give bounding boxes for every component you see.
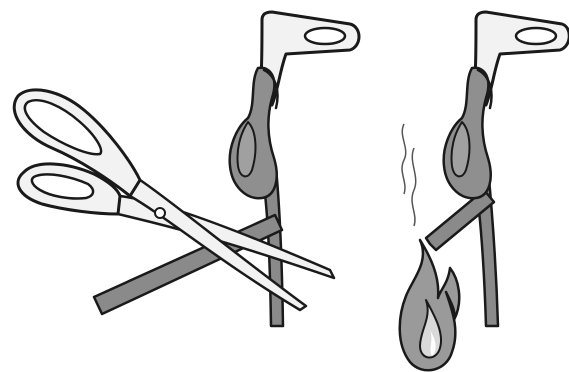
- flame-inner: [419, 299, 442, 359]
- scissors-handle-upper-hole: [23, 99, 103, 156]
- cut-strap-end: [424, 188, 496, 252]
- strap-knot-fold-left: [236, 121, 257, 178]
- flame-core: [430, 330, 436, 356]
- scissors-handle-lower-hole: [30, 173, 95, 200]
- hook-hole-right: [514, 26, 558, 46]
- hook-hole-left: [303, 26, 347, 46]
- panel-seal: [398, 10, 569, 372]
- strap-loop-right: [476, 68, 493, 110]
- scissors-blade-upper: [128, 178, 308, 312]
- panel-cut: [12, 10, 361, 328]
- scissors-pivot: [154, 207, 166, 219]
- heat-shimmer: [401, 123, 417, 227]
- strap-loop-left: [262, 68, 279, 110]
- strap-knot-fold-right: [450, 121, 471, 178]
- scissors: [12, 88, 336, 312]
- flame-icon: [398, 238, 461, 372]
